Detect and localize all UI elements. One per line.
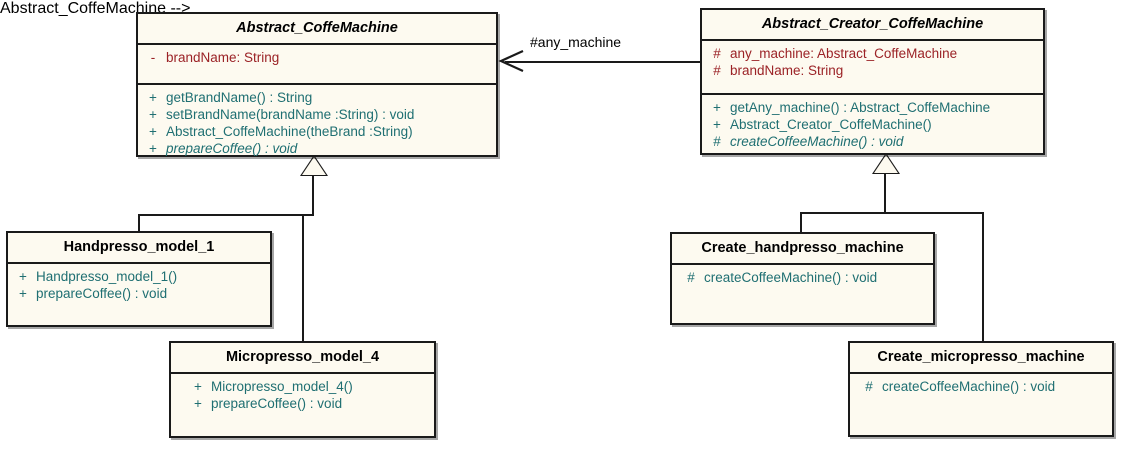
method-text: createCoffeeMachine() : void bbox=[730, 133, 904, 149]
compartment-divider bbox=[702, 92, 1043, 95]
compartment-divider bbox=[171, 371, 434, 374]
method-row: + getAny_machine() : Abstract_CoffeMachi… bbox=[704, 99, 1041, 116]
visibility-marker: - bbox=[150, 49, 156, 65]
class-box-create-handpresso-machine[interactable]: Create_handpresso_machine # createCoffee… bbox=[670, 232, 935, 325]
method-text: createCoffeeMachine() : void bbox=[882, 378, 1056, 394]
compartment-divider bbox=[8, 261, 270, 264]
class-name-abstract-creator-coffee-machine: Abstract_Creator_CoffeMachine bbox=[761, 16, 984, 32]
method-row: + Abstract_CoffeMachine(theBrand :String… bbox=[140, 123, 494, 140]
visibility-marker: # bbox=[713, 45, 721, 61]
visibility-marker: + bbox=[713, 99, 721, 115]
generalization-branch-bar-left bbox=[138, 214, 314, 216]
attribute-text: brandName: String bbox=[730, 62, 844, 78]
method-text: Abstract_CoffeMachine(theBrand :String) bbox=[166, 123, 413, 139]
method-text: setBrandName(brandName :String) : void bbox=[166, 106, 415, 122]
method-text: getBrandName() : String bbox=[166, 89, 313, 105]
generalization-drop-handpresso bbox=[138, 214, 140, 232]
association-open-arrowhead-icon bbox=[498, 49, 524, 73]
visibility-marker: + bbox=[149, 106, 157, 122]
visibility-marker: + bbox=[713, 116, 721, 132]
attribute-text: brandName: String bbox=[166, 49, 280, 65]
visibility-marker: + bbox=[149, 89, 157, 105]
class-name-abstract-coffee-machine: Abstract_CoffeMachine bbox=[236, 20, 398, 36]
attributes-compartment: # any_machine: Abstract_CoffeMachine # b… bbox=[702, 41, 1043, 93]
methods-compartment: + getAny_machine() : Abstract_CoffeMachi… bbox=[702, 95, 1043, 154]
visibility-marker: + bbox=[149, 123, 157, 139]
methods-compartment: # createCoffeeMachine() : void bbox=[850, 374, 1112, 399]
method-row-abstract: + prepareCoffee() : void bbox=[140, 140, 494, 157]
attribute-row: # any_machine: Abstract_CoffeMachine bbox=[704, 45, 1041, 62]
methods-compartment: + Micropresso_model_4() + prepareCoffee(… bbox=[171, 374, 434, 416]
visibility-marker: + bbox=[19, 268, 27, 284]
class-box-abstract-coffee-machine[interactable]: Abstract_CoffeMachine - brandName: Strin… bbox=[136, 12, 498, 157]
visibility-marker: + bbox=[19, 285, 27, 301]
generalization-drop-create-micropresso bbox=[982, 212, 984, 342]
class-box-handpresso-model-1[interactable]: Handpresso_model_1 + Handpresso_model_1(… bbox=[6, 231, 272, 327]
class-box-abstract-creator-coffee-machine[interactable]: Abstract_Creator_CoffeMachine # any_mach… bbox=[700, 8, 1045, 155]
methods-compartment: + Handpresso_model_1() + prepareCoffee()… bbox=[8, 264, 270, 306]
visibility-marker: + bbox=[149, 140, 157, 156]
compartment-divider bbox=[702, 38, 1043, 41]
generalization-drop-create-handpresso bbox=[800, 212, 802, 232]
method-text: Micropresso_model_4() bbox=[211, 378, 353, 394]
method-row: + Handpresso_model_1() bbox=[10, 268, 268, 285]
method-text: Handpresso_model_1() bbox=[36, 268, 178, 284]
visibility-marker: + bbox=[194, 378, 202, 394]
attribute-row: # brandName: String bbox=[704, 62, 1041, 79]
method-row: + getBrandName() : String bbox=[140, 89, 494, 106]
visibility-marker: # bbox=[865, 378, 873, 394]
method-text: prepareCoffee() : void bbox=[36, 285, 168, 301]
method-text: getAny_machine() : Abstract_CoffeMachine bbox=[730, 99, 991, 115]
method-text: prepareCoffee() : void bbox=[211, 395, 343, 411]
compartment-divider bbox=[850, 371, 1112, 374]
method-row: # createCoffeeMachine() : void bbox=[678, 269, 931, 286]
attributes-compartment: - brandName: String bbox=[138, 45, 496, 83]
methods-compartment: # createCoffeeMachine() : void bbox=[672, 265, 933, 290]
method-row: + prepareCoffee() : void bbox=[10, 285, 268, 302]
generalization-stem-left bbox=[312, 174, 314, 216]
class-name-micropresso-model-4: Micropresso_model_4 bbox=[225, 349, 380, 365]
visibility-marker: + bbox=[194, 395, 202, 411]
attribute-row: - brandName: String bbox=[140, 49, 494, 66]
visibility-marker: # bbox=[713, 62, 721, 78]
method-row: + Micropresso_model_4() bbox=[185, 378, 432, 395]
compartment-divider bbox=[672, 262, 933, 265]
class-name-create-handpresso-machine: Create_handpresso_machine bbox=[701, 240, 904, 256]
method-row: + prepareCoffee() : void bbox=[185, 395, 432, 412]
method-text: prepareCoffee() : void bbox=[166, 140, 298, 156]
association-label: #any_machine bbox=[530, 34, 622, 50]
attribute-text: any_machine: Abstract_CoffeMachine bbox=[730, 45, 958, 61]
visibility-marker: # bbox=[713, 133, 721, 149]
methods-compartment: + getBrandName() : String + setBrandName… bbox=[138, 85, 496, 161]
generalization-drop-micropresso bbox=[302, 214, 304, 342]
class-box-micropresso-model-4[interactable]: Micropresso_model_4 + Micropresso_model_… bbox=[169, 341, 436, 438]
method-row-abstract: # createCoffeeMachine() : void bbox=[704, 133, 1041, 150]
class-name-handpresso-model-1: Handpresso_model_1 bbox=[63, 239, 215, 255]
association-line-any-machine bbox=[505, 61, 700, 63]
method-text: Abstract_Creator_CoffeMachine() bbox=[730, 116, 932, 132]
method-row: + setBrandName(brandName :String) : void bbox=[140, 106, 494, 123]
visibility-marker: # bbox=[687, 269, 695, 285]
class-name-create-micropresso-machine: Create_micropresso_machine bbox=[877, 349, 1085, 365]
method-row: # createCoffeeMachine() : void bbox=[856, 378, 1110, 395]
class-box-create-micropresso-machine[interactable]: Create_micropresso_machine # createCoffe… bbox=[848, 341, 1114, 437]
method-row: + Abstract_Creator_CoffeMachine() bbox=[704, 116, 1041, 133]
generalization-branch-bar-right bbox=[800, 212, 984, 214]
method-text: createCoffeeMachine() : void bbox=[704, 269, 878, 285]
compartment-divider bbox=[138, 82, 496, 85]
compartment-divider bbox=[138, 42, 496, 45]
generalization-stem-right bbox=[884, 172, 886, 214]
